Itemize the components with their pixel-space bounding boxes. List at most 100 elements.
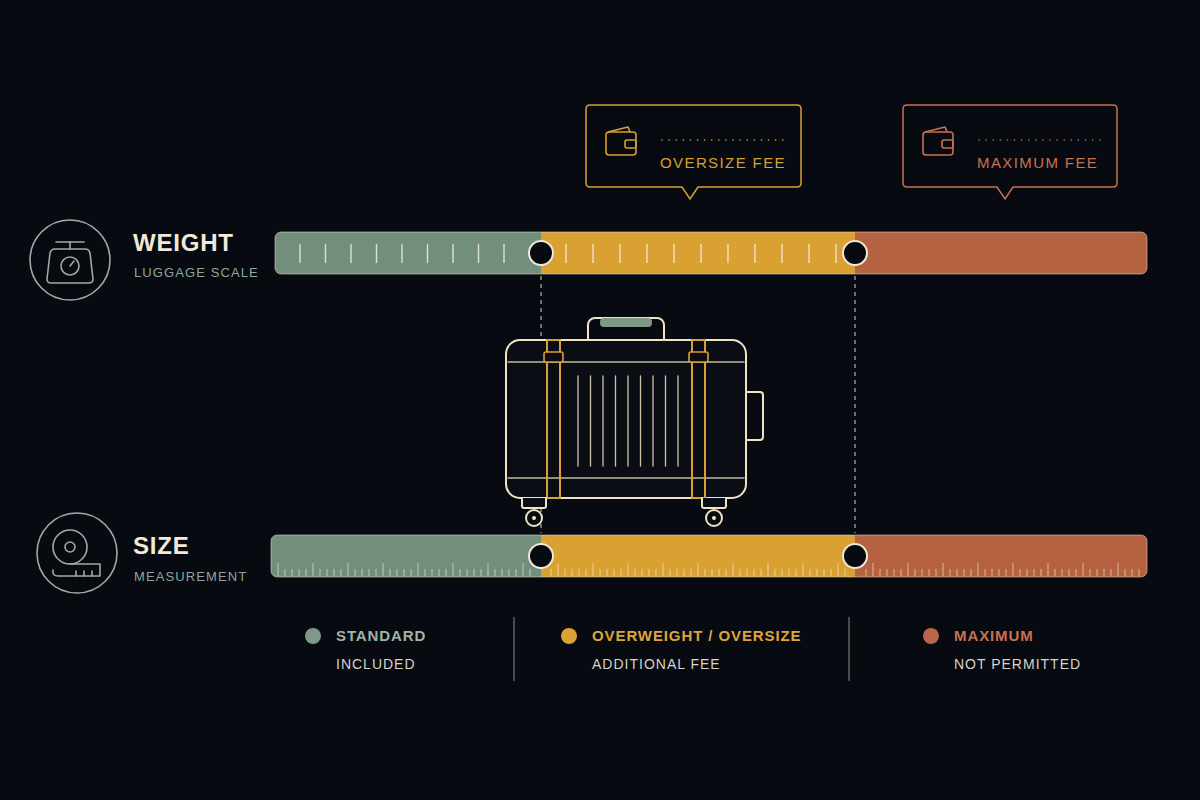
legend-divider bbox=[849, 617, 850, 681]
tape-hub bbox=[65, 542, 75, 552]
ruler-mark bbox=[390, 569, 391, 576]
maximum-segment bbox=[835, 535, 1147, 577]
tape-tick bbox=[75, 571, 77, 576]
ruler-mark bbox=[999, 569, 1000, 576]
ruler-mark bbox=[425, 569, 426, 576]
suitcase-rib bbox=[590, 376, 591, 466]
handle-grip bbox=[600, 318, 652, 327]
icon-ring bbox=[30, 220, 110, 300]
suitcase-seam bbox=[508, 477, 744, 478]
ruler-mark bbox=[1125, 569, 1126, 576]
ruler-mark bbox=[677, 569, 678, 576]
ruler-mark bbox=[446, 569, 447, 576]
ruler-mark bbox=[488, 563, 489, 576]
ruler-mark bbox=[530, 569, 531, 576]
suitcase-rib bbox=[640, 376, 641, 466]
threshold-marker bbox=[529, 241, 553, 265]
legend-label: MAXIMUM bbox=[954, 627, 1034, 644]
suitcase-rib bbox=[602, 376, 603, 466]
fee-label: MAXIMUM FEE bbox=[977, 154, 1098, 171]
legend-note: NOT PERMITTED bbox=[954, 656, 1081, 672]
ruler-mark bbox=[1041, 569, 1042, 576]
suitcase-strap bbox=[547, 340, 560, 498]
ruler-mark bbox=[684, 569, 685, 576]
tick-mark bbox=[835, 244, 836, 263]
suitcase-rib bbox=[627, 376, 628, 466]
row-title: SIZE bbox=[133, 532, 190, 560]
ruler-mark bbox=[915, 569, 916, 576]
bar-outline bbox=[271, 535, 1147, 577]
ruler-mark bbox=[551, 569, 552, 576]
scale-body bbox=[47, 249, 93, 283]
threshold-marker bbox=[843, 241, 867, 265]
ruler-mark bbox=[474, 569, 475, 576]
tick-mark bbox=[478, 244, 479, 263]
ruler-mark bbox=[950, 569, 951, 576]
strap-buckle bbox=[544, 352, 563, 362]
ruler-mark bbox=[1139, 569, 1140, 576]
tape-icon bbox=[37, 513, 117, 593]
ruler-mark bbox=[649, 569, 650, 576]
ruler-mark bbox=[628, 563, 629, 576]
wheel-hub bbox=[712, 516, 716, 520]
ruler-mark bbox=[397, 569, 398, 576]
tape-tick bbox=[91, 571, 93, 576]
ruler-mark bbox=[943, 563, 944, 576]
ruler-mark bbox=[796, 569, 797, 576]
ruler-mark bbox=[656, 569, 657, 576]
ruler-mark bbox=[404, 569, 405, 576]
ruler-mark bbox=[1055, 569, 1056, 576]
legend-dot bbox=[561, 628, 577, 644]
suitcase-wheel bbox=[706, 510, 722, 526]
weight-bar bbox=[275, 232, 1147, 274]
legend-note: INCLUDED bbox=[336, 656, 416, 672]
tape-strip bbox=[53, 564, 100, 576]
wallet-icon bbox=[606, 127, 636, 155]
ruler-mark bbox=[299, 569, 300, 576]
tick-mark bbox=[808, 244, 809, 263]
ruler-mark bbox=[1062, 569, 1063, 576]
ruler-mark bbox=[1132, 569, 1133, 576]
bar-outline bbox=[275, 232, 1147, 274]
suitcase-wheel bbox=[526, 510, 542, 526]
scale-needle bbox=[70, 261, 74, 266]
ruler-mark bbox=[838, 563, 839, 576]
ruler-mark bbox=[775, 569, 776, 576]
ruler-mark bbox=[285, 569, 286, 576]
row-title: WEIGHT bbox=[133, 229, 234, 257]
tick-mark bbox=[376, 244, 377, 263]
ruler-mark bbox=[586, 569, 587, 576]
ruler-mark bbox=[376, 569, 377, 576]
ruler-mark bbox=[908, 563, 909, 576]
tick-marks bbox=[300, 244, 836, 263]
ruler-mark bbox=[1076, 569, 1077, 576]
suitcase-strap bbox=[692, 340, 705, 498]
threshold-marker bbox=[529, 544, 553, 568]
legend-note: ADDITIONAL FEE bbox=[592, 656, 721, 672]
ruler-mark bbox=[1097, 569, 1098, 576]
callout-outline bbox=[586, 105, 801, 187]
ruler-mark bbox=[712, 569, 713, 576]
ruler-mark bbox=[306, 569, 307, 576]
suitcase-rib bbox=[665, 376, 666, 466]
legend-dot bbox=[305, 628, 321, 644]
ruler-mark bbox=[887, 569, 888, 576]
ruler-mark bbox=[642, 569, 643, 576]
ruler-mark bbox=[747, 569, 748, 576]
ruler-mark bbox=[1083, 563, 1084, 576]
ruler-mark bbox=[789, 569, 790, 576]
wallet-icon bbox=[923, 127, 953, 155]
tick-mark bbox=[646, 244, 647, 263]
ruler-mark bbox=[824, 569, 825, 576]
callout-border bbox=[903, 105, 1117, 199]
size-bar bbox=[271, 535, 1147, 577]
tick-mark bbox=[503, 244, 504, 263]
wallet-clasp bbox=[942, 140, 953, 148]
tick-mark bbox=[727, 244, 728, 263]
ruler-mark bbox=[565, 569, 566, 576]
tick-mark bbox=[401, 244, 402, 263]
side-handle bbox=[746, 392, 763, 440]
dotted-leader bbox=[979, 139, 1103, 141]
legend-dot bbox=[923, 628, 939, 644]
